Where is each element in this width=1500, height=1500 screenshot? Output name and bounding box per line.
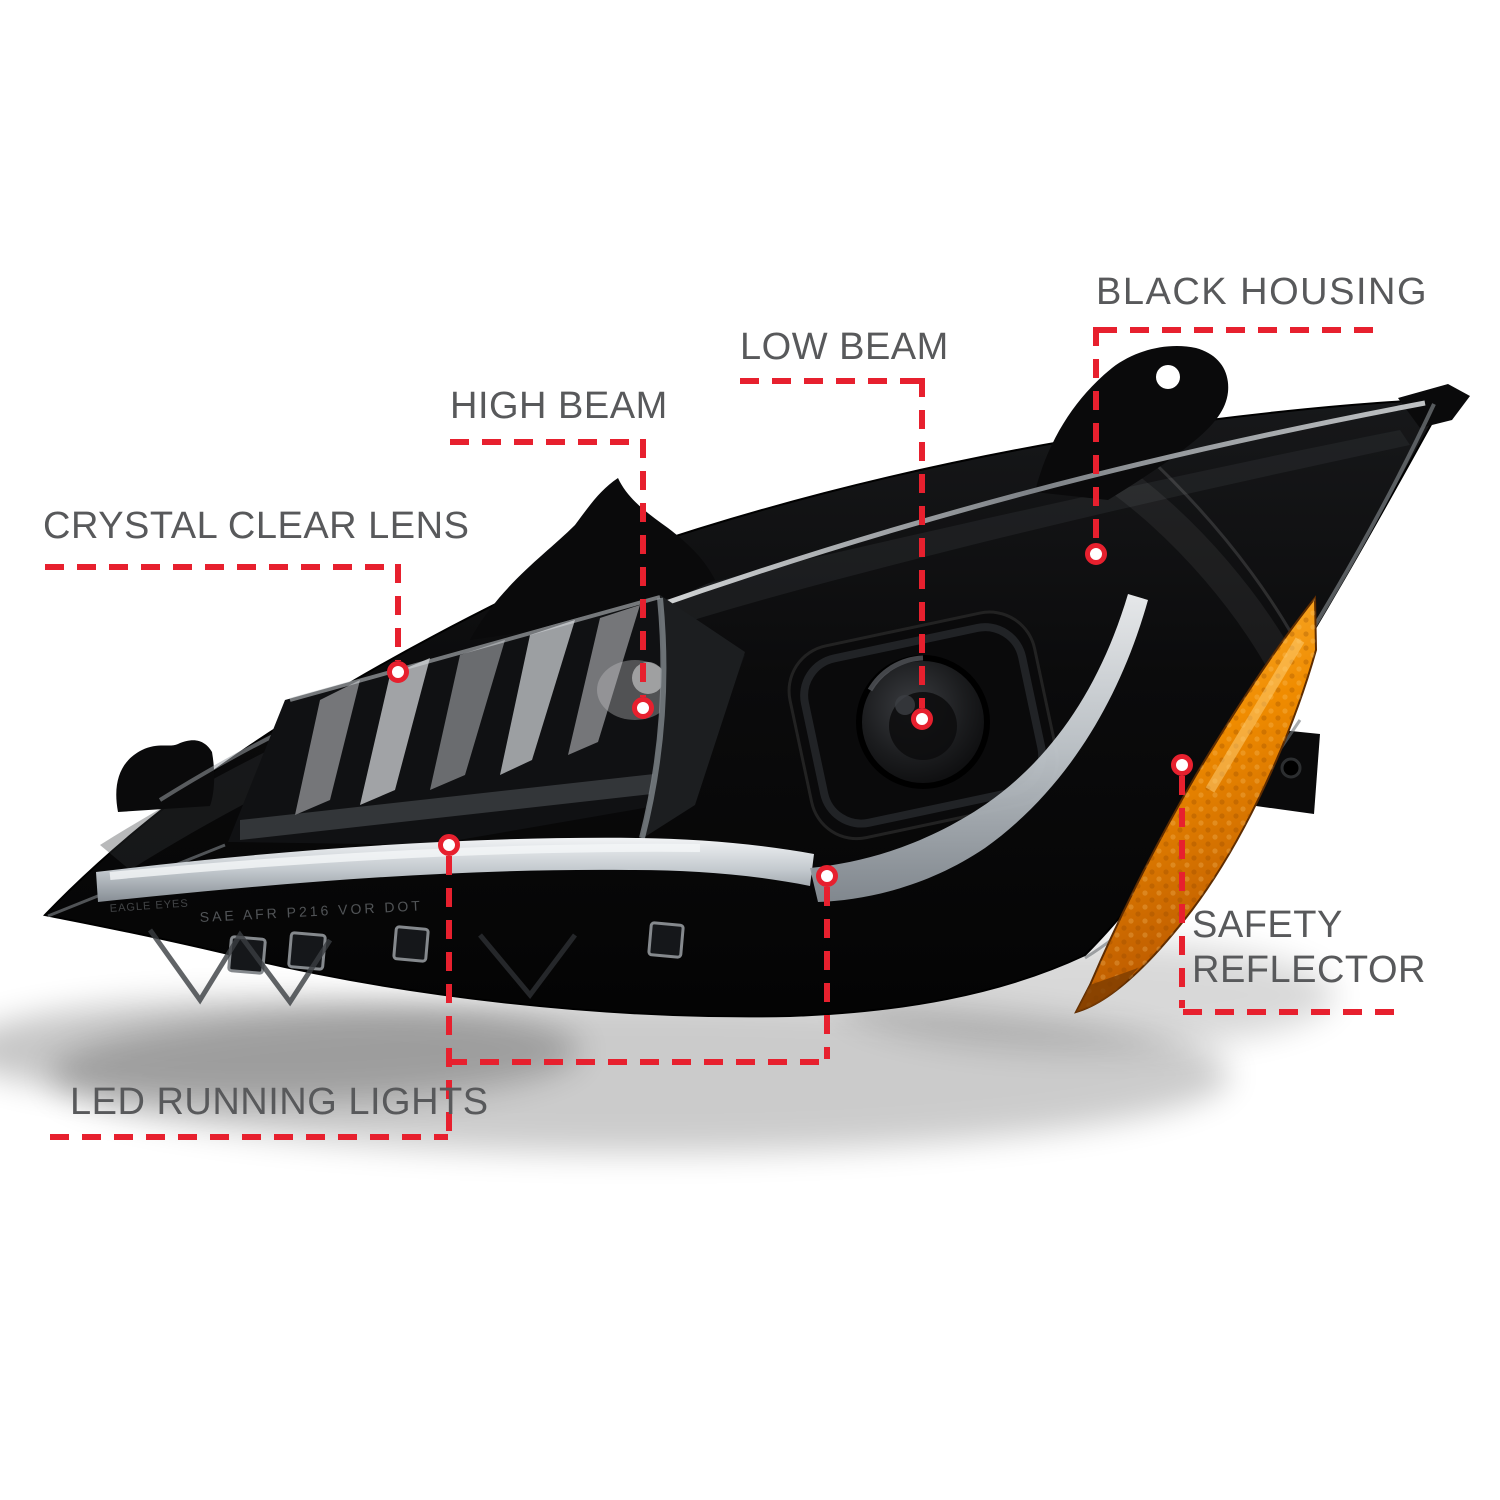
safety-reflector-label: SAFETY REFLECTOR — [1192, 903, 1426, 993]
black-housing-pointer-dot — [1085, 543, 1107, 565]
led-running-lights-line-vertical-2 — [824, 887, 830, 1059]
led-running-lights-line-underline — [50, 1134, 448, 1140]
led-running-lights-label: LED RUNNING LIGHTS — [70, 1081, 489, 1123]
safety-reflector-pointer-dot — [1171, 754, 1193, 776]
led-running-lights-line-vertical-1 — [446, 856, 452, 1134]
led-running-lights-pointer-dot-1 — [438, 834, 460, 856]
black-housing-label: BLACK HOUSING — [1096, 271, 1429, 313]
led-running-lights-pointer-dot-2 — [816, 865, 838, 887]
amber-safety-reflector — [1074, 595, 1318, 1014]
high-beam-line-vertical — [640, 439, 646, 697]
safety-reflector-line-vertical — [1179, 776, 1185, 1008]
bottom-housing-section — [147, 921, 685, 1007]
low-beam-pointer-dot — [911, 708, 933, 730]
black-housing-line-horizontal — [1098, 327, 1385, 333]
crystal-clear-lens-label: CRYSTAL CLEAR LENS — [43, 505, 470, 547]
low-beam-line-vertical — [919, 378, 925, 708]
high-beam-pointer-dot — [632, 697, 654, 719]
crystal-clear-lens-line-vertical — [395, 564, 401, 661]
safety-reflector-label-line2: REFLECTOR — [1192, 949, 1426, 991]
led-running-lights-line-branch — [448, 1059, 828, 1065]
crystal-clear-lens-pointer-dot — [387, 661, 409, 683]
low-beam-line-horizontal — [740, 378, 925, 384]
led-drl-bar — [96, 594, 1148, 902]
low-beam-label: LOW BEAM — [740, 326, 949, 368]
engraving-brand-text: EAGLE EYES — [109, 898, 189, 915]
clear-lens-chamber — [228, 595, 745, 845]
safety-reflector-label-line1: SAFETY — [1192, 904, 1343, 946]
safety-reflector-line-horizontal — [1183, 1009, 1397, 1015]
black-housing-line-vertical — [1093, 327, 1099, 543]
high-beam-label: HIGH BEAM — [450, 385, 668, 427]
crystal-clear-lens-line-horizontal — [45, 564, 398, 570]
high-beam-line-horizontal — [450, 439, 646, 445]
lens-divider — [639, 595, 745, 840]
